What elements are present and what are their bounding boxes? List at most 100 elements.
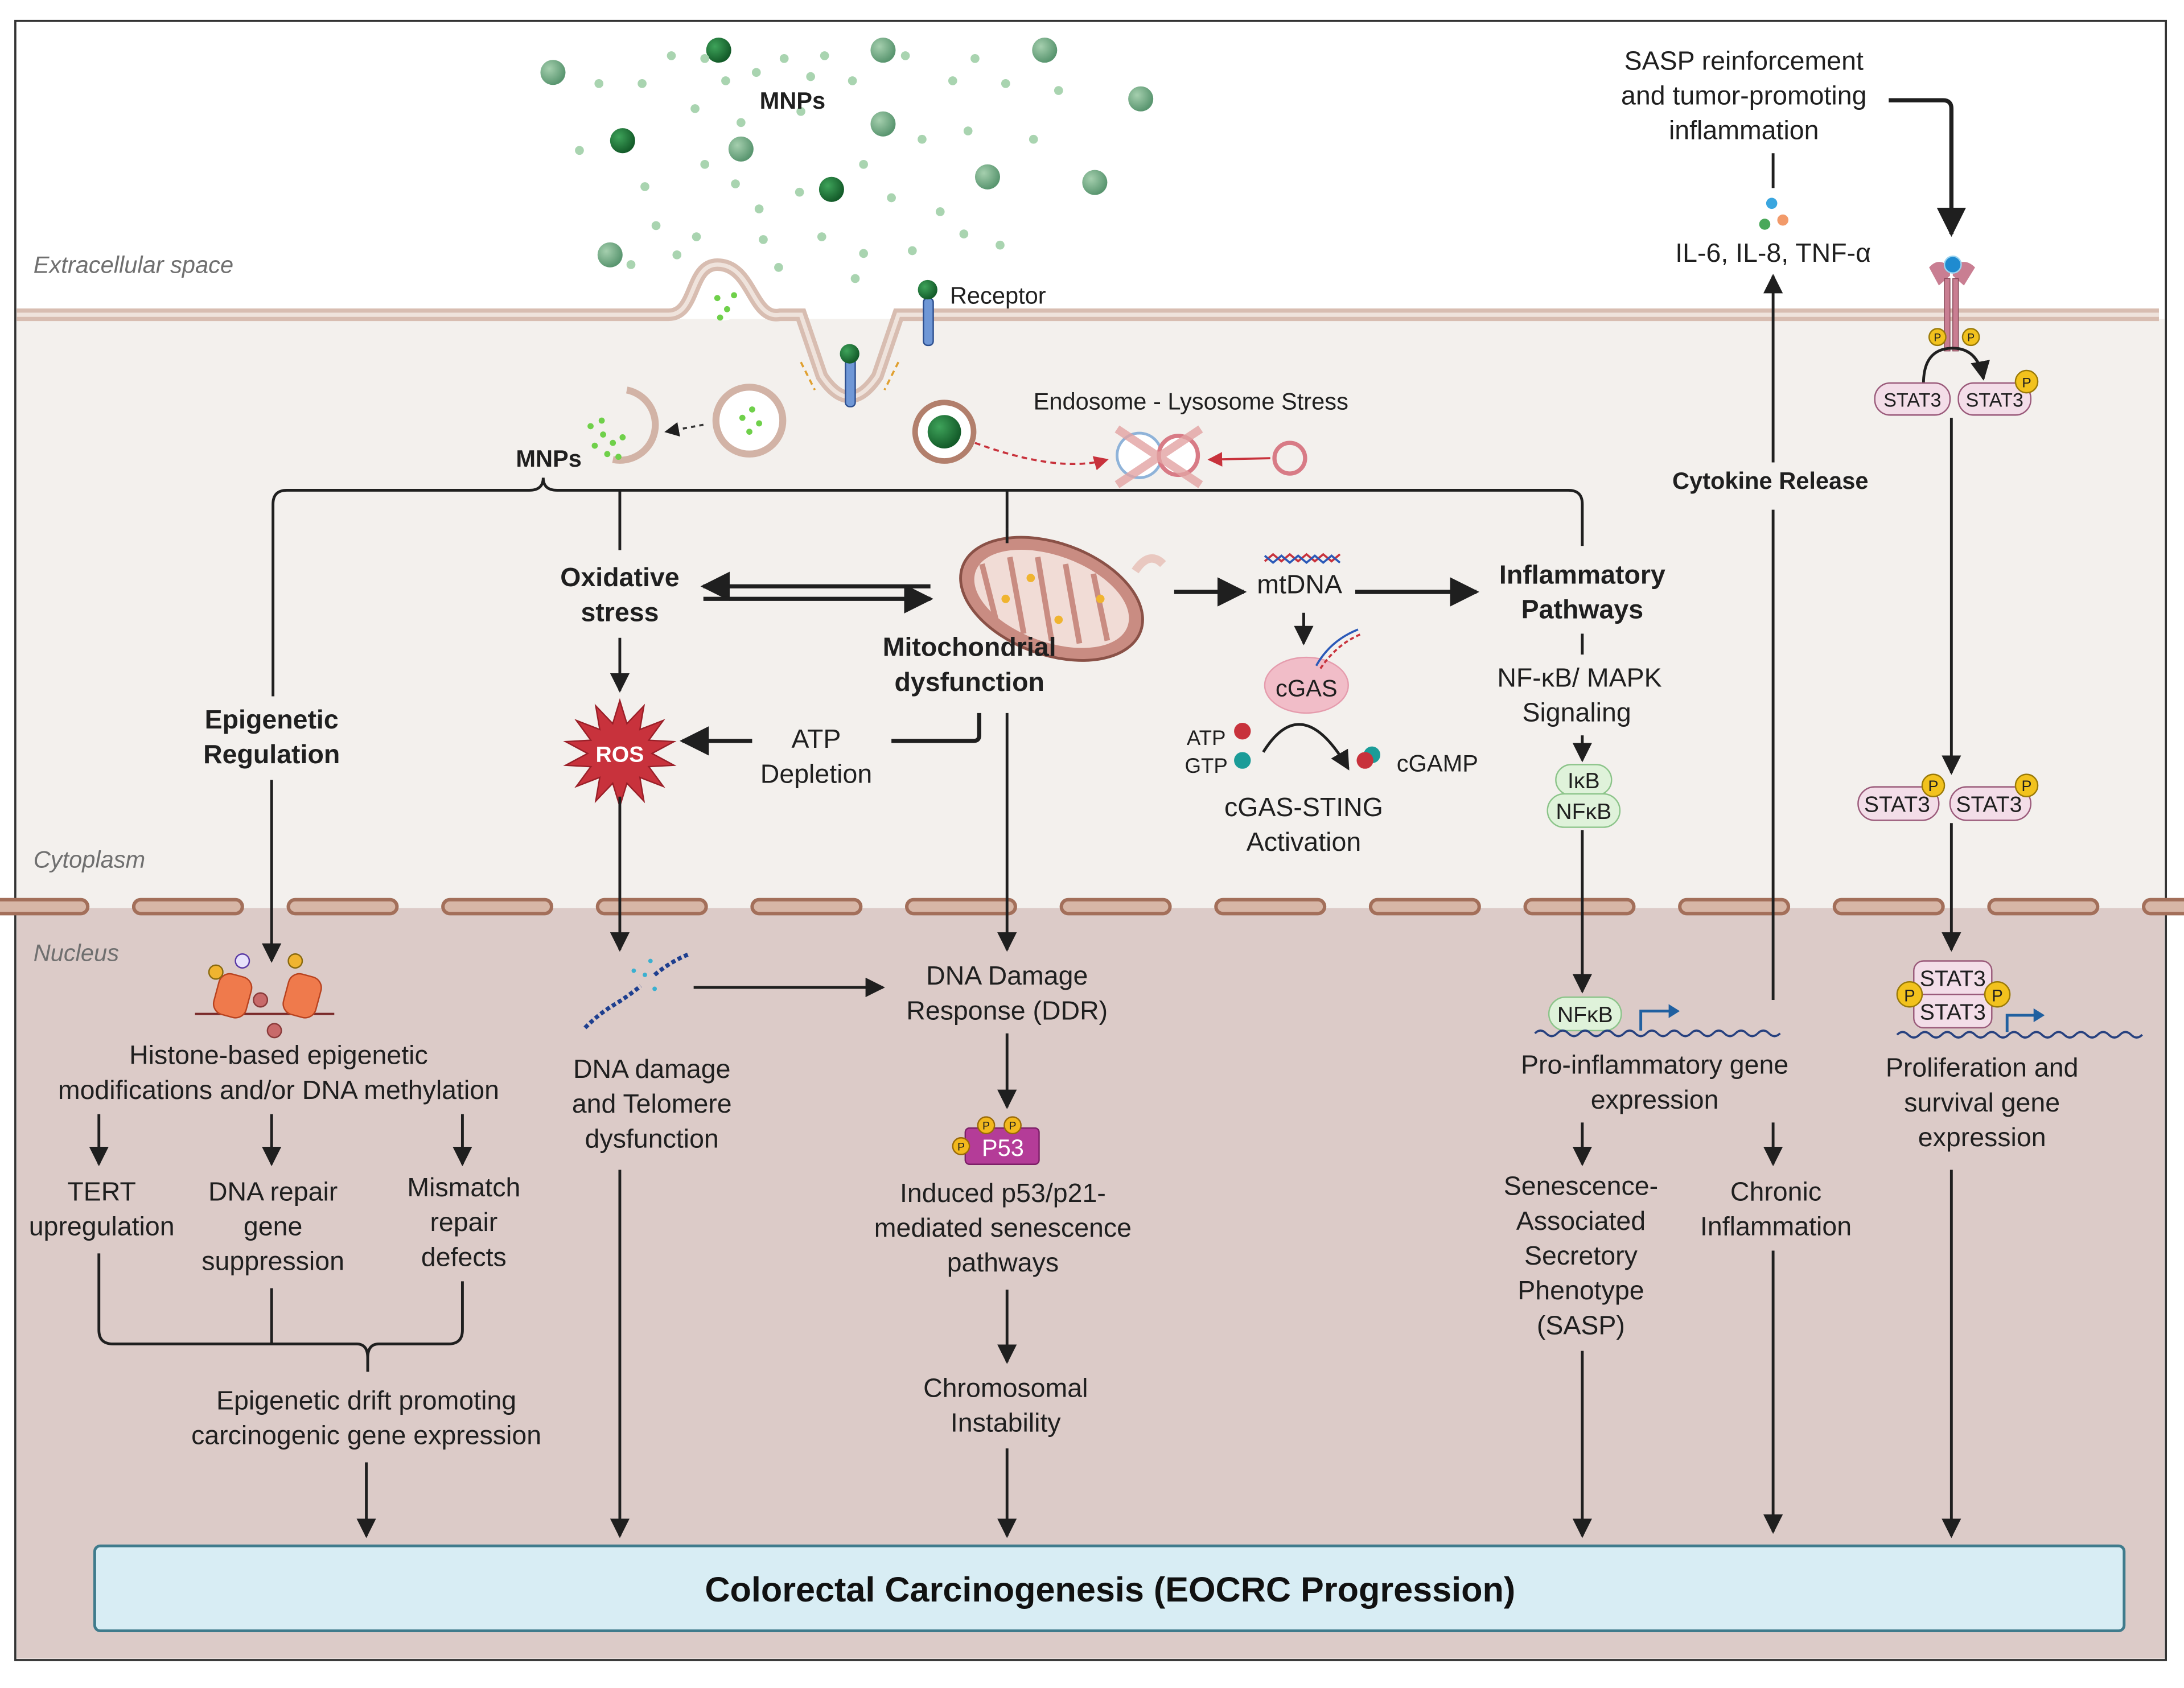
mnp-particle [575, 146, 584, 155]
cytokines-label: IL-6, IL-8, TNF-α [1675, 238, 1871, 267]
mnp-particle [598, 417, 605, 424]
stat3-label: STAT3 [1864, 793, 1930, 817]
mnp-particle [1082, 170, 1108, 195]
mnp-particle [970, 53, 980, 63]
mnp-particle [974, 164, 1000, 190]
sasp-line3: Secretory [1524, 1241, 1638, 1270]
mnp-particle [723, 306, 730, 312]
ros-burst-icon: ROS [563, 698, 677, 809]
nfkb-label: NFκB [1556, 800, 1611, 824]
senescence-line2: mediated senescence [874, 1213, 1132, 1242]
senescence-line3: pathways [947, 1248, 1059, 1277]
signaling-line2: Signaling [1522, 698, 1631, 727]
mnp-particle [1001, 79, 1010, 88]
atp-depletion-line2: Depletion [760, 759, 872, 788]
mtdna-label: mtDNA [1257, 569, 1342, 599]
nuclear-pore-segment [595, 897, 708, 916]
chronic-line2: Inflammation [1700, 1212, 1852, 1241]
proliferation-line2: survival gene [1904, 1088, 2060, 1117]
mnp-particle [731, 292, 737, 299]
histone-mod-line2: modifications and/or DNA methylation [58, 1075, 499, 1105]
mnp-particle [610, 439, 616, 446]
mnp-particle [948, 76, 957, 85]
ikb-nfkb-complex-icon: IκB NFκB [1547, 764, 1621, 828]
epigenetic-header-line2: Regulation [203, 739, 340, 769]
nfkb-nuclear-label: NFκB [1557, 1003, 1613, 1027]
mito-header-line1: Mitochondrial [883, 632, 1056, 662]
mnp-particle [774, 263, 783, 272]
chronic-line1: Chronic [1730, 1176, 1821, 1206]
mnp-particle [728, 136, 754, 162]
chromosomal-line2: Instability [951, 1408, 1062, 1438]
cgas-label: cGAS [1276, 675, 1338, 702]
mnp-particle [737, 118, 746, 127]
nucleus-label: Nucleus [34, 940, 119, 966]
mnp-particle [820, 51, 829, 60]
mnp-particle [739, 414, 746, 421]
oxidative-header-line1: Oxidative [560, 562, 679, 592]
mnp-particle [959, 229, 969, 238]
chromosomal-line1: Chromosomal [923, 1373, 1088, 1402]
ddr-line1: DNA Damage [926, 961, 1088, 990]
inflammatory-header-line2: Pathways [1521, 595, 1643, 624]
sasp-line2: Associated [1516, 1206, 1646, 1236]
epigenetic-outcome-dna-repair: DNA repair gene suppression [201, 1176, 344, 1275]
mnp-particle [746, 429, 752, 435]
atp-depletion-line1: ATP [791, 724, 841, 754]
outcome-title: Colorectal Carcinogenesis (EOCRC Progres… [705, 1570, 1515, 1609]
cgas-sting-line1: cGAS-STING [1224, 792, 1383, 822]
cgas-sting-line2: Activation [1247, 827, 1362, 857]
mnp-particle [540, 60, 566, 85]
mnp-particle [700, 159, 710, 169]
mnp-particle [721, 76, 730, 85]
ros-label: ROS [596, 743, 644, 767]
mnp-particle [626, 260, 636, 269]
nuclear-pore-segment [0, 897, 90, 916]
atp-molecule-icon [1234, 723, 1251, 740]
mnp-particle [848, 76, 857, 85]
sasp-line5: (SASP) [1537, 1310, 1625, 1340]
mnp-particle [819, 176, 844, 202]
stat3-label: STAT3 [1965, 390, 2023, 411]
phospho-label: P [1009, 1120, 1016, 1133]
dna-damage-line3: dysfunction [585, 1123, 719, 1153]
mnp-particle [754, 204, 764, 213]
proliferation-line3: expression [1918, 1122, 2046, 1152]
mnp-particle [795, 187, 804, 197]
dna-damage-line1: DNA damage [573, 1054, 730, 1084]
mnp-particle [859, 159, 869, 169]
stat3-label: STAT3 [1956, 793, 2022, 817]
mnps-top-label: MNPs [760, 87, 826, 114]
mnp-particle [717, 314, 723, 321]
cytokine-receptor-icon: P P [1928, 256, 1980, 352]
nuclear-pore-segment [286, 897, 399, 916]
dna-damage-line2: and Telomere [572, 1089, 732, 1118]
phospho-label: P [1928, 777, 1939, 794]
nuclear-pore-segment [441, 897, 554, 916]
mnp-particle [918, 134, 927, 144]
receptor-icon [800, 279, 937, 407]
mnp-particle [700, 53, 710, 63]
mnp-particle [751, 68, 761, 77]
stat3-label: STAT3 [1920, 967, 1986, 991]
mnp-particle [587, 423, 594, 430]
oxidative-header-line2: stress [581, 597, 659, 627]
atp-connector [891, 713, 981, 743]
nuclear-pore-segment [750, 897, 863, 916]
vesicle-contents [587, 292, 763, 460]
mnp-particle [935, 207, 945, 216]
nuclear-pore-segment [1523, 897, 1636, 916]
arrow-reinforcement-to-receptor [1889, 98, 1967, 237]
mnp-particle [779, 53, 789, 63]
mnp-particle [692, 232, 701, 241]
nuclear-envelope [0, 897, 2184, 916]
nfkb-dna-binding-icon: NFκB [1534, 996, 1781, 1037]
mnp-particle [619, 434, 626, 440]
proliferation-line1: Proliferation and [1886, 1053, 2079, 1082]
nuclear-pore-segment [131, 897, 244, 916]
phospho-label: P [2022, 375, 2031, 390]
stat3-dimer-dna-icon: STAT3 STAT3 P P [1896, 960, 2143, 1039]
mnp-particle [714, 295, 721, 302]
lysosome-fusion-icon [1114, 425, 1203, 488]
